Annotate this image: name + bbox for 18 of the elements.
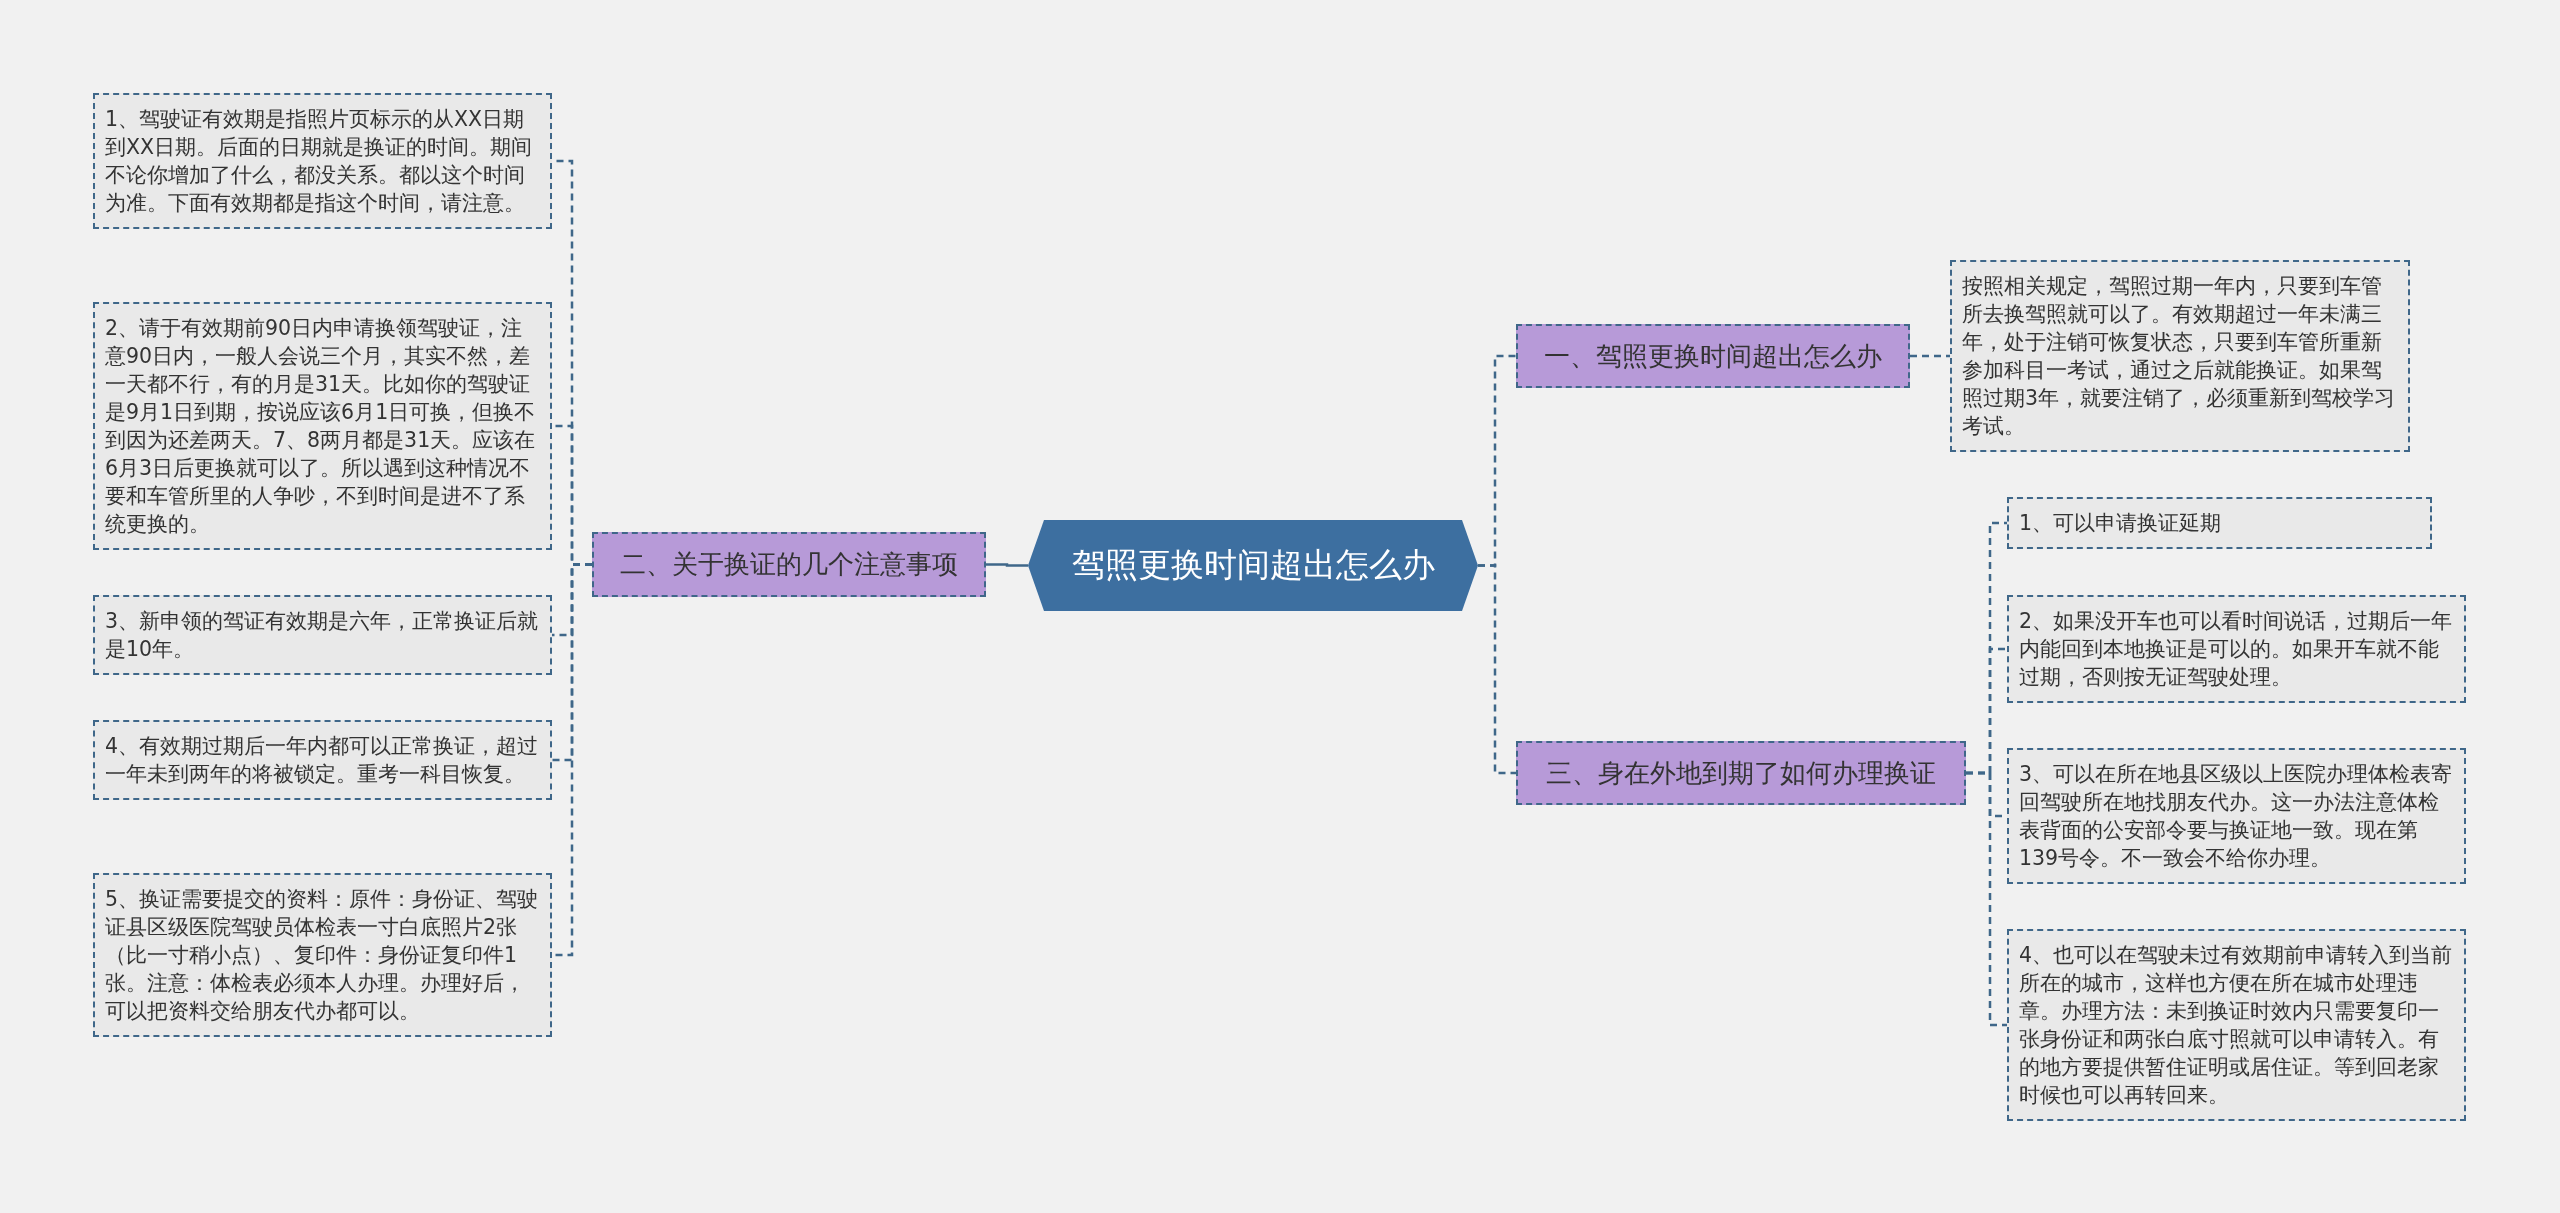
connector-line <box>986 563 1028 567</box>
note-box: 4、有效期过期后一年内都可以正常换证，超过一年未到两年的将被锁定。重考一科目恢复。 <box>93 720 552 800</box>
note-box: 按照相关规定，驾照过期一年内，只要到车管所去换驾照就可以了。有效期超过一年未满三年，处于注销可恢复状态，只要到车管所重新参加科目一考试，通过之后就能换证。如果驾照过期3年，就要注销了，必须重新到驾校学习考试。 <box>1950 260 2410 452</box>
note-box: 1、可以申请换证延期 <box>2007 497 2432 549</box>
topic-hexagon: 驾照更换时间超出怎么办 <box>1028 520 1478 611</box>
note-box: 5、换证需要提交的资料：原件：身份证、驾驶证县区级医院驾驶员体检表一寸白底照片2张（比一寸稍小点）、复印件：身份证复印件1张。注意：体检表必须本人办理。办理好后，可以把资料交给朋友代办都可以。 <box>93 873 552 1037</box>
topic-box: 二、关于换证的几个注意事项 <box>592 532 986 597</box>
connector-line <box>1910 354 1950 358</box>
note-box: 3、可以在所在地县区级以上医院办理体检表寄回驾驶所在地找朋友代办。这一办法注意体检表背面的公安部令要与换证地一致。现在第139号令。不一致会不给你办理。 <box>2007 748 2466 884</box>
note-box: 2、如果没开车也可以看时间说话，过期后一年内能回到本地换证是可以的。如果开车就不能过期，否则按无证驾驶处理。 <box>2007 595 2466 703</box>
note-box: 3、新申领的驾证有效期是六年，正常换证后就是10年。 <box>93 595 552 675</box>
note-box: 1、驾驶证有效期是指照片页标示的从XX日期到XX日期。后面的日期就是换证的时间。期间不论你增加了什么，都没关系。都以这个时间为准。下面有效期都是指这个时间，请注意。 <box>93 93 552 229</box>
topic-box: 一、驾照更换时间超出怎么办 <box>1516 324 1910 388</box>
topic-box: 三、身在外地到期了如何办理换证 <box>1516 741 1966 805</box>
connector-line <box>1478 564 1516 775</box>
connector-line <box>1966 771 2007 1027</box>
note-box: 2、请于有效期前90日内申请换领驾驶证，注意90日内，一般人会说三个月，其实不然，差一天都不行，有的月是31天。比如你的驾驶证是9月1日到期，按说应该6月1日可换，但换不到因为还差两天。7、8两月都是31天。应该在6月3日后更换就可以了。所以遇到这种情况不要和车管所里的人争吵，不到时间是进不了系统更换的。 <box>93 302 552 550</box>
note-box: 4、也可以在驾驶未过有效期前申请转入到当前所在的城市，这样也方便在所在城市处理违章。办理方法：未到换证时效内只需要复印一张身份证和两张白底寸照就可以申请转入。有的地方要提供暂住证明或居住证。等到回老家时候也可以再转回来。 <box>2007 929 2466 1121</box>
